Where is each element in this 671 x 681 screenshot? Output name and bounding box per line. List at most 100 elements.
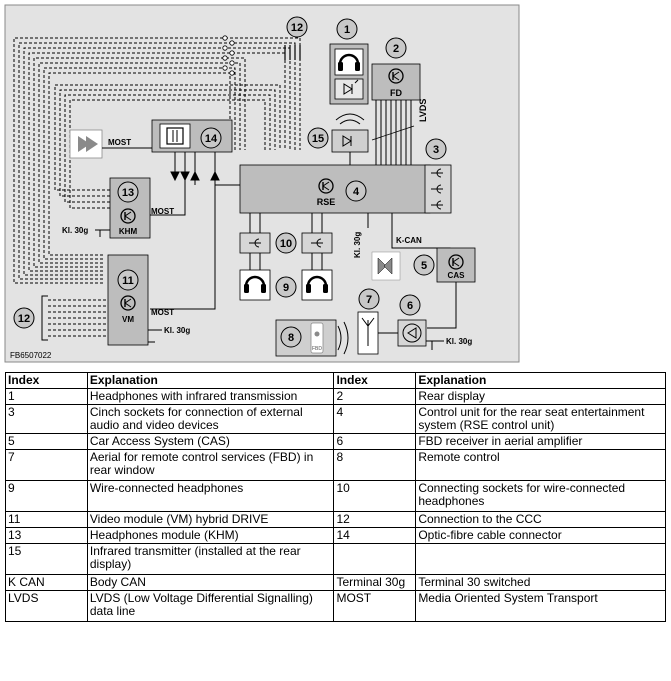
index-cell: 12 bbox=[333, 511, 417, 528]
explanation-cell: LVDS (Low Voltage Differential Signallin… bbox=[86, 590, 335, 622]
header-index: Index bbox=[5, 372, 88, 389]
ccc-bracket bbox=[41, 295, 48, 341]
table-row: 5 Car Access System (CAS) 6 FBD receiver… bbox=[5, 433, 666, 450]
index-cell bbox=[333, 543, 417, 575]
svg-text:VM: VM bbox=[122, 315, 134, 324]
callout-1: 1 bbox=[336, 18, 358, 40]
callout-3: 3 bbox=[425, 138, 447, 160]
key-icon bbox=[371, 251, 401, 281]
svg-text:MOST: MOST bbox=[151, 308, 174, 317]
table-row: 15 Infrared transmitter (installed at th… bbox=[5, 543, 666, 575]
svg-text:10: 10 bbox=[280, 238, 292, 250]
callout-15: 15 bbox=[307, 127, 329, 149]
index-cell: 8 bbox=[333, 449, 417, 481]
svg-text:15: 15 bbox=[312, 133, 324, 145]
svg-text:12: 12 bbox=[18, 313, 30, 325]
explanation-cell: Body CAN bbox=[86, 574, 335, 591]
rse-kl30g: Kl. 30g bbox=[353, 232, 362, 258]
svg-text:MOST: MOST bbox=[151, 207, 174, 216]
index-cell: 6 bbox=[333, 433, 417, 450]
svg-text:FBD: FBD bbox=[312, 346, 322, 352]
callout-11: 11 bbox=[117, 269, 139, 291]
wired-headphones bbox=[239, 269, 333, 301]
index-cell: 7 bbox=[5, 449, 88, 481]
car-access-system: CAS bbox=[436, 247, 476, 283]
table-row: 7 Aerial for remote control services (FB… bbox=[5, 449, 666, 481]
callout-8: 8 bbox=[280, 326, 302, 348]
callout-6: 6 bbox=[399, 294, 421, 316]
index-cell: 13 bbox=[5, 527, 88, 544]
svg-text:8: 8 bbox=[288, 332, 294, 344]
table-row: 9 Wire-connected headphones 10 Connectin… bbox=[5, 480, 666, 512]
svg-text:MOST: MOST bbox=[108, 138, 131, 147]
index-cell: 15 bbox=[5, 543, 88, 575]
svg-text:5: 5 bbox=[421, 260, 427, 272]
index-cell: 1 bbox=[5, 388, 88, 405]
rse-control-unit: RSE bbox=[239, 164, 431, 214]
explanation-cell: Rear display bbox=[415, 388, 666, 405]
index-cell: K CAN bbox=[5, 574, 88, 591]
explanation-cell: Aerial for remote control services (FBD)… bbox=[86, 449, 335, 481]
index-cell: 2 bbox=[333, 388, 417, 405]
header-explanation: Explanation bbox=[86, 372, 335, 389]
system-diagram: 12 1 FD 2 LVDS bbox=[4, 4, 520, 363]
svg-text:6: 6 bbox=[407, 300, 413, 312]
callout-2: 2 bbox=[385, 37, 407, 59]
svg-text:RSE: RSE bbox=[317, 197, 336, 207]
table-row: 11 Video module (VM) hybrid DRIVE 12 Con… bbox=[5, 511, 666, 528]
svg-text:1: 1 bbox=[344, 24, 350, 36]
svg-text:2: 2 bbox=[393, 43, 399, 55]
explanation-cell: Control unit for the rear seat entertain… bbox=[415, 404, 666, 434]
explanation-cell: Terminal 30 switched bbox=[415, 574, 666, 591]
rse-links bbox=[150, 180, 240, 310]
most-source: MOST bbox=[69, 129, 152, 159]
legend-table: Index Explanation Index Explanation 1 He… bbox=[5, 372, 666, 622]
optic-arrows bbox=[170, 152, 220, 185]
lvds-label: LVDS bbox=[418, 99, 428, 122]
table-row: K CAN Body CAN Terminal 30g Terminal 30 … bbox=[5, 574, 666, 591]
ccc-wire-bundle bbox=[13, 37, 301, 284]
index-cell: 10 bbox=[333, 480, 417, 512]
index-cell: 9 bbox=[5, 480, 88, 512]
svg-text:13: 13 bbox=[122, 187, 134, 199]
header-index: Index bbox=[333, 372, 417, 389]
svg-text:4: 4 bbox=[353, 186, 360, 198]
explanation-cell: Infrared transmitter (installed at the r… bbox=[86, 543, 335, 575]
optic-fibre-connector bbox=[151, 119, 233, 153]
explanation-cell: Cinch sockets for connection of external… bbox=[86, 404, 335, 434]
lvds-lines bbox=[371, 100, 415, 165]
figure-id: FB6507022 bbox=[10, 351, 52, 360]
table-row: LVDS LVDS (Low Voltage Differential Sign… bbox=[5, 590, 666, 622]
explanation-cell: Connecting sockets for wire-connected he… bbox=[415, 480, 666, 512]
explanation-cell: Headphones module (KHM) bbox=[86, 527, 335, 544]
svg-text:14: 14 bbox=[205, 133, 218, 145]
table-row: 1 Headphones with infrared transmission … bbox=[5, 388, 666, 405]
svg-text:Kl. 30g: Kl. 30g bbox=[446, 337, 472, 346]
svg-text:CAS: CAS bbox=[448, 271, 466, 280]
ir-headphones bbox=[329, 43, 369, 105]
cinch-sockets bbox=[424, 164, 452, 214]
headphone-sockets bbox=[239, 213, 333, 270]
legend-header-row: Index Explanation Index Explanation bbox=[5, 372, 666, 389]
callout-12-left: 12 bbox=[13, 307, 35, 329]
callout-5: 5 bbox=[413, 254, 435, 276]
callout-14: 14 bbox=[200, 127, 222, 149]
index-cell: Terminal 30g bbox=[333, 574, 417, 591]
svg-text:9: 9 bbox=[283, 282, 289, 294]
ccc-connector-ends bbox=[284, 45, 301, 60]
header-explanation: Explanation bbox=[415, 372, 666, 389]
explanation-cell: Car Access System (CAS) bbox=[86, 433, 335, 450]
svg-text:12: 12 bbox=[291, 22, 303, 34]
explanation-cell: Optic-fibre cable connector bbox=[415, 527, 666, 544]
explanation-cell: Media Oriented System Transport bbox=[415, 590, 666, 622]
callout-13: 13 bbox=[117, 181, 139, 203]
rear-display: FD bbox=[371, 63, 421, 101]
fbd-receiver: Kl. 30g bbox=[397, 319, 472, 350]
amplifier-icon bbox=[402, 323, 422, 343]
svg-text:FD: FD bbox=[390, 88, 402, 98]
explanation-cell: Wire-connected headphones bbox=[86, 480, 335, 512]
svg-text:7: 7 bbox=[366, 294, 372, 306]
explanation-cell: Remote control bbox=[415, 449, 666, 481]
table-row: 13 Headphones module (KHM) 14 Optic-fibr… bbox=[5, 527, 666, 544]
index-cell: 4 bbox=[333, 404, 417, 434]
